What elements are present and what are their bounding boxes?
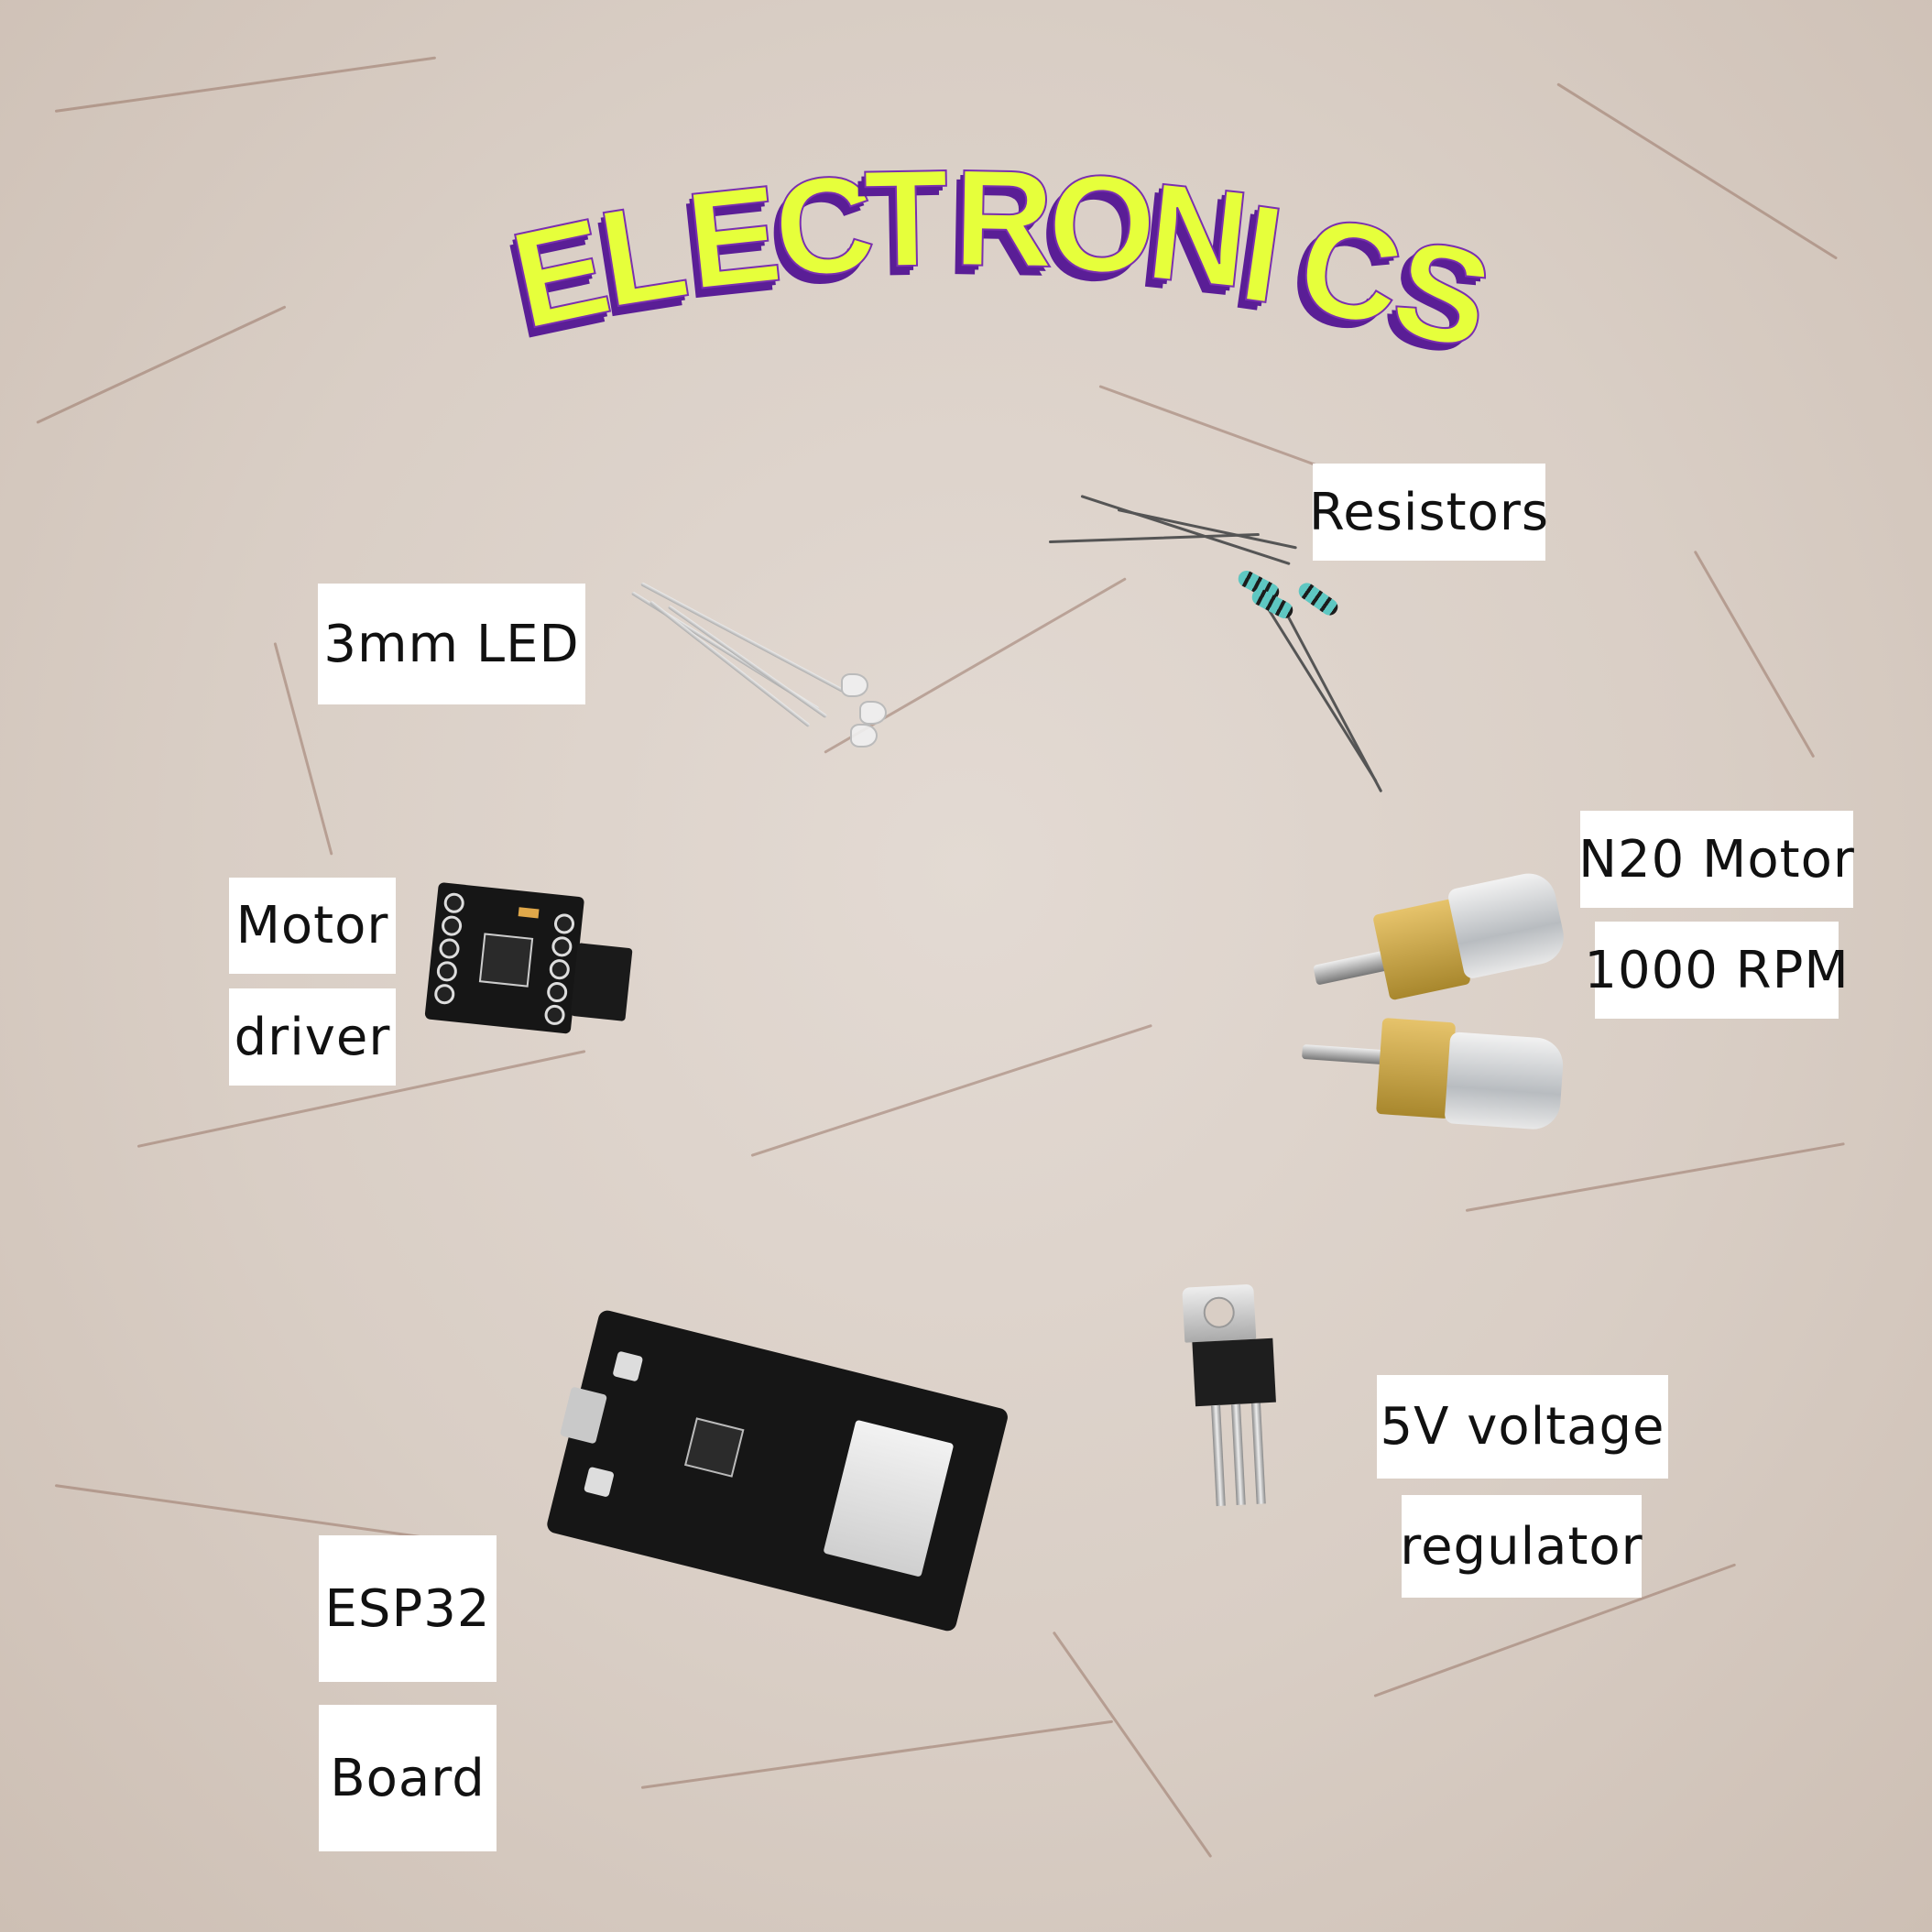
led-component: [630, 563, 889, 748]
regulator-label-line2: regulator: [1400, 1495, 1643, 1598]
regulator-label-line1: 5V voltage: [1377, 1375, 1668, 1479]
n20-motor-label-line1: N20 Motor: [1578, 811, 1854, 908]
esp32-label-line1: ESP32: [319, 1535, 497, 1682]
motor-driver-label-line1: Motor: [229, 878, 396, 974]
n20-motor-2: [1288, 1011, 1579, 1141]
title-letter: R: [952, 139, 1055, 297]
motor-driver-label-line2: driver: [229, 988, 396, 1086]
motor-driver-component: [423, 881, 657, 1051]
title-letter: T: [862, 139, 951, 297]
title-letter: O: [1043, 143, 1160, 304]
n20-motor-1: [1290, 843, 1588, 1034]
n20-motor-label-line2: 1000 RPM: [1584, 922, 1849, 1019]
voltage-regulator-component: [1182, 1283, 1285, 1526]
esp32-component: [539, 1308, 1010, 1660]
page-title: E L E C T R O N I C S: [499, 137, 1506, 379]
led-label: 3mm LED: [318, 584, 585, 704]
esp32-label-line2: Board: [319, 1705, 497, 1851]
resistors-label: Resistors: [1309, 464, 1548, 561]
